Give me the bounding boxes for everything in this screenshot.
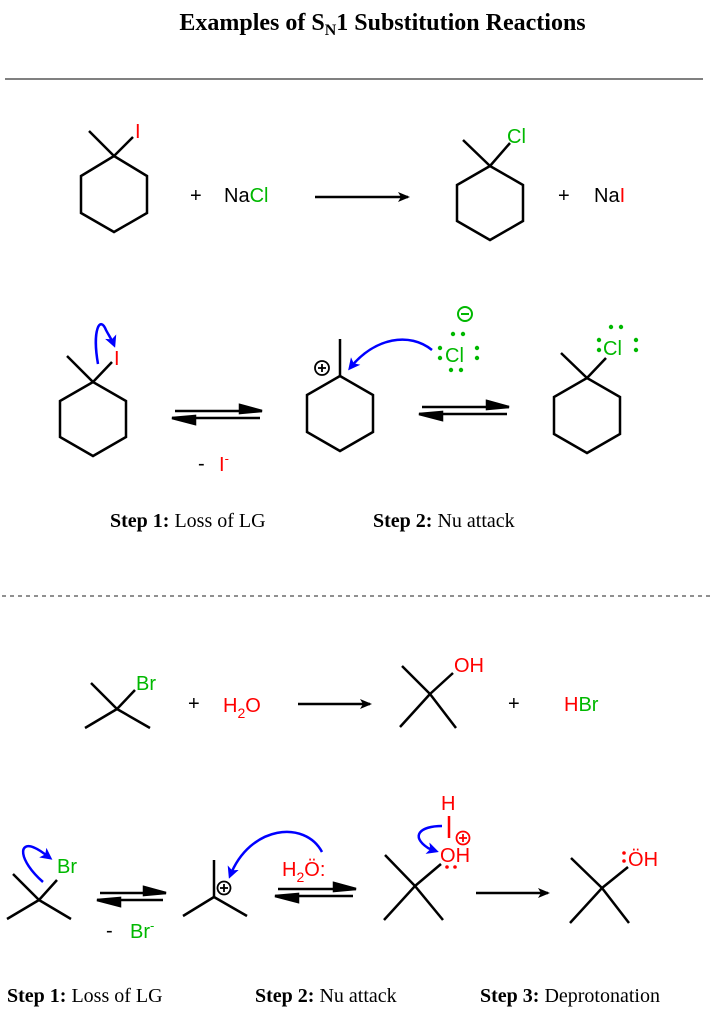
title-subscript: N <box>324 22 337 39</box>
positive-charge-icon <box>455 830 471 846</box>
mechanism-2-reactant <box>6 873 72 921</box>
hydroxyl-label: ÖH <box>628 849 658 871</box>
step-description: Nu attack <box>432 510 515 532</box>
curved-arrow-icon <box>417 824 443 854</box>
step-number: Step 1: <box>7 985 67 1007</box>
reactant-1-iodomethylcyclohexane <box>79 130 149 234</box>
step-label-2: Step 2: Nu attack <box>255 985 397 1008</box>
water-nucleophile: H2Ö: <box>282 859 325 885</box>
minus-sign: - <box>198 453 205 475</box>
step-number: Step 2: <box>255 985 315 1007</box>
lone-pair-dots <box>622 851 626 863</box>
plus-sign: + <box>190 185 202 207</box>
curved-arrow-icon <box>94 323 117 365</box>
plus-sign: + <box>188 693 200 715</box>
step-label-1: Step 1: Loss of LG <box>7 985 163 1008</box>
curved-arrow-icon <box>227 830 324 879</box>
lone-pair-dots <box>437 331 480 373</box>
chlorine-label: Cl <box>507 126 526 148</box>
carbocation-1 <box>305 339 375 453</box>
chloride-ion: Cl <box>437 306 480 373</box>
carbocation-2 <box>182 860 248 918</box>
mechanism-1-reactant <box>58 355 128 458</box>
plus-sign: + <box>558 185 570 207</box>
product-1-chloromethylcyclohexane <box>455 139 525 242</box>
step-label-3: Step 3: Deprotonation <box>480 985 660 1008</box>
lone-pair-dots <box>596 324 639 353</box>
step-label-2: Step 2: Nu attack <box>373 510 515 533</box>
equilibrium-arrows <box>274 881 357 904</box>
title-suffix: 1 Substitution Reactions <box>336 10 586 36</box>
plus-sign: + <box>508 693 520 715</box>
positive-charge-icon <box>216 880 232 896</box>
step-description: Loss of LG <box>169 510 266 532</box>
step-number: Step 1: <box>110 510 170 532</box>
reagent-nacl: NaCl <box>224 185 268 207</box>
byproduct-hbr: HBr <box>564 694 599 716</box>
curved-arrow-icon <box>21 845 53 883</box>
bromine-label: Br <box>57 856 77 878</box>
byproduct-nai: NaI <box>594 185 625 207</box>
curved-arrow-icon <box>348 338 433 371</box>
title-prefix: Examples of S <box>179 10 325 36</box>
chlorine-label: Cl <box>603 338 622 360</box>
leaving-group-iodide: I- <box>219 451 229 476</box>
step-description: Deprotonation <box>539 985 660 1007</box>
page-title: Examples of SN1 Substitution Reactions <box>0 10 712 40</box>
reagent-water: H2O <box>223 695 261 721</box>
product-2-tert-butanol <box>399 665 457 729</box>
oxonium-oh: OH <box>440 845 470 867</box>
iodine-label: I <box>114 348 120 370</box>
minus-sign: - <box>106 920 113 942</box>
positive-charge-icon <box>314 360 330 376</box>
lone-pair-dots <box>445 865 457 869</box>
equilibrium-arrows <box>418 399 510 422</box>
step-label-1: Step 1: Loss of LG <box>110 510 266 533</box>
mechanism-2-product <box>569 857 630 924</box>
hydroxyl-label: OH <box>454 655 484 677</box>
iodine-label: I <box>135 121 141 143</box>
oxonium-top-hydrogen: H <box>441 793 455 815</box>
reactant-2-tert-butyl-bromide <box>84 682 151 730</box>
bromine-label: Br <box>136 673 156 695</box>
step-number: Step 2: <box>373 510 433 532</box>
equilibrium-arrows <box>96 885 167 908</box>
equilibrium-arrows <box>171 403 263 426</box>
leaving-group-bromide: Br- <box>130 918 154 943</box>
mechanism-1-product <box>552 352 622 455</box>
step-number: Step 3: <box>480 985 540 1007</box>
step-description: Loss of LG <box>66 985 163 1007</box>
step-description: Nu attack <box>314 985 397 1007</box>
chloride-label: Cl <box>445 345 464 367</box>
oxonium-intermediate <box>383 854 444 921</box>
